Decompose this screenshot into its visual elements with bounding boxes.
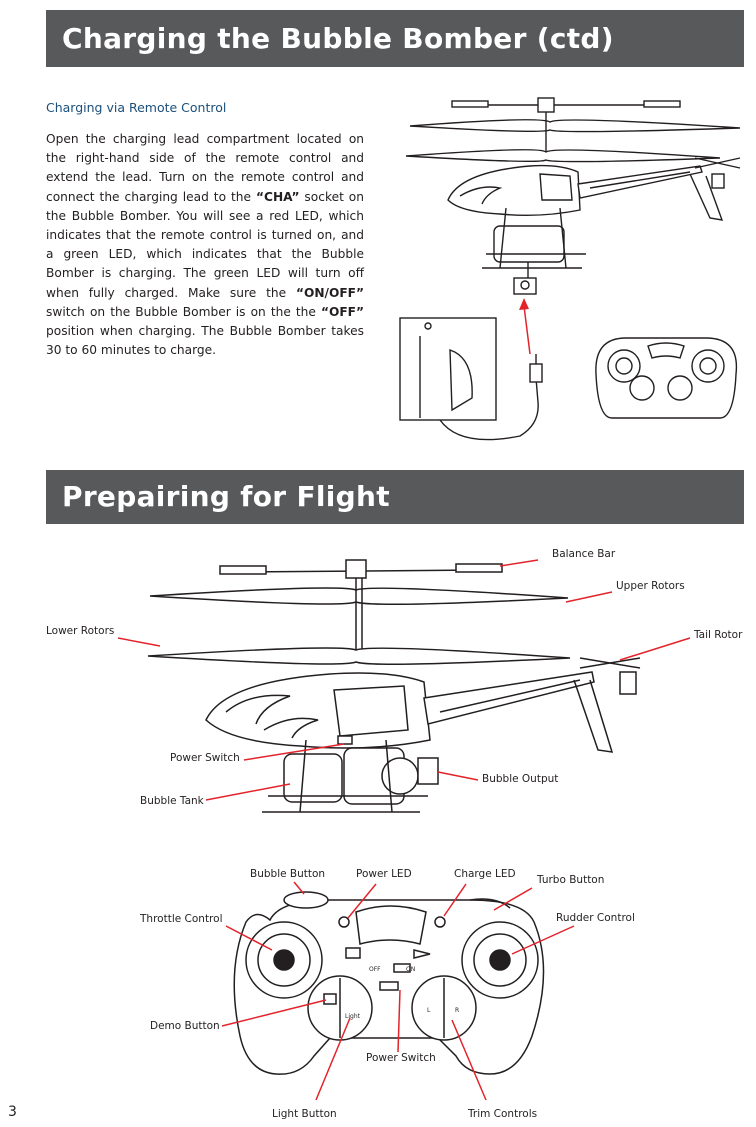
label-power-switch-heli: Power Switch <box>170 752 240 764</box>
instr-part-1: Open the charging lead compartment locat… <box>46 132 364 204</box>
label-bubble-tank: Bubble Tank <box>140 795 204 807</box>
remote-control-diagram: OFF ON L R Light <box>221 881 575 1101</box>
instr-onoff: “ON/OFF” <box>295 285 364 300</box>
label-upper-rotors: Upper Rotors <box>616 580 685 592</box>
label-power-switch-remote: Power Switch <box>366 1052 436 1064</box>
label-light-button: Light Button <box>272 1108 337 1120</box>
label-power-led: Power LED <box>356 868 412 880</box>
label-throttle-control: Throttle Control <box>140 913 223 925</box>
label-trim-controls: Trim Controls <box>468 1108 538 1120</box>
label-tail-rotor: Tail Rotor <box>694 629 743 641</box>
label-bubble-output: Bubble Output <box>482 773 559 785</box>
label-demo-button: Demo Button <box>150 1020 220 1032</box>
page-number: 3 <box>8 1104 17 1120</box>
label-rudder-control: Rudder Control <box>556 912 635 924</box>
label-bubble-button: Bubble Button <box>250 868 326 880</box>
helicopter-diagram <box>117 559 691 813</box>
section-title-charging: Charging the Bubble Bomber (ctd) <box>46 10 744 67</box>
instr-part-2: socket on the Bubble Bomber. You will se… <box>46 189 364 300</box>
svg-text:ON: ON <box>406 966 415 973</box>
svg-text:L: L <box>427 1007 431 1014</box>
svg-text:R: R <box>455 1007 459 1014</box>
subheading-charging-remote: Charging via Remote Control <box>46 100 227 115</box>
instr-part-4: position when charging. The Bubble Bombe… <box>46 324 364 358</box>
svg-text:Light: Light <box>345 1013 361 1020</box>
charging-illustration <box>399 97 741 441</box>
section-title-preparing: Prepairing for Flight <box>46 470 744 524</box>
charging-instructions: Open the charging lead compartment locat… <box>46 130 364 360</box>
label-charge-led: Charge LED <box>454 868 516 880</box>
instr-part-3: switch on the Bubble Bomber is on the th… <box>46 304 321 319</box>
instr-cha: “CHA” <box>255 189 300 204</box>
svg-text:OFF: OFF <box>369 966 381 973</box>
instr-off: “OFF” <box>320 304 364 319</box>
label-lower-rotors: Lower Rotors <box>46 625 115 637</box>
label-balance-bar: Balance Bar <box>552 548 616 560</box>
label-turbo-button: Turbo Button <box>537 874 605 886</box>
